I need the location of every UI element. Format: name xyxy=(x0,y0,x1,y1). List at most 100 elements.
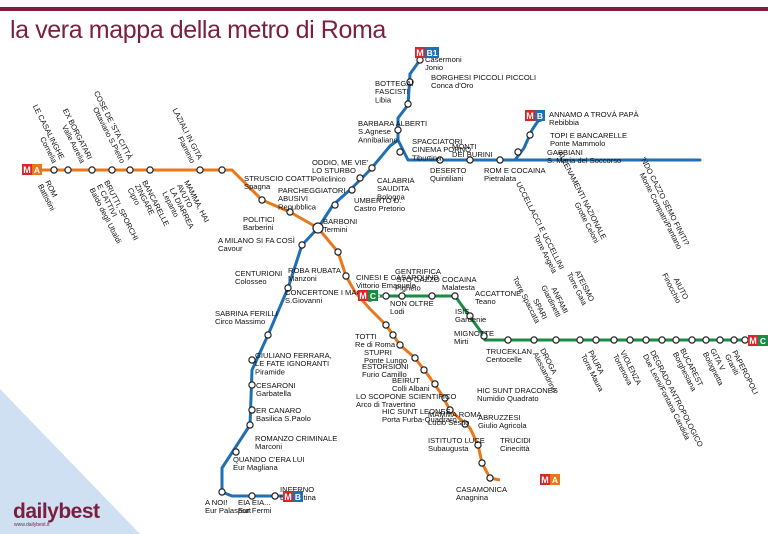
station-text-bottegai-2: Libia xyxy=(375,95,392,104)
station-dot-ercanaro[interactable] xyxy=(248,406,256,414)
station-dot-spacciatori[interactable] xyxy=(396,148,404,156)
station-dot-romanzo[interactable] xyxy=(246,421,254,429)
station-dot-anoi[interactable] xyxy=(218,488,226,496)
station-dot-cesaroni[interactable] xyxy=(248,381,256,389)
station-dot-monti[interactable] xyxy=(436,156,444,164)
station-dot-bottegai[interactable] xyxy=(404,100,412,108)
station-dot-laziali[interactable] xyxy=(196,166,204,174)
station-dot-gentrifica[interactable] xyxy=(398,292,406,300)
station-dot-cose[interactable] xyxy=(126,166,134,174)
station-dot-giuliano[interactable] xyxy=(248,356,256,364)
station-text-isis-0: ISIS xyxy=(455,307,469,316)
station-dot-parcheggiatori[interactable] xyxy=(331,201,339,209)
station-dot-accattone[interactable] xyxy=(451,292,459,300)
station-dot-uccellacci[interactable] xyxy=(610,336,618,344)
station-dot-paperopoli[interactable] xyxy=(741,336,749,344)
station-dot-estorsioni[interactable] xyxy=(396,341,404,349)
station-text-totti-0: TOTTI xyxy=(355,332,377,341)
station-dot-ateismo[interactable] xyxy=(642,336,650,344)
station-dot-lecasalinghe[interactable] xyxy=(64,166,72,174)
interchange-0[interactable] xyxy=(312,222,324,234)
station-text-bottegai-0: BOTTEGAI xyxy=(375,79,413,88)
station-dot-totti[interactable] xyxy=(382,321,390,329)
station-dot-cinesi[interactable] xyxy=(342,272,350,280)
station-dot-umberto[interactable] xyxy=(348,186,356,194)
station-dot-istituto[interactable] xyxy=(474,441,482,449)
station-dot-robarubata[interactable] xyxy=(334,248,342,256)
station-dot-centurioni[interactable] xyxy=(284,284,292,292)
station-dot-truceklan[interactable] xyxy=(504,336,512,344)
station-dot-scopone[interactable] xyxy=(420,366,428,374)
station-dot-deserto[interactable] xyxy=(466,156,474,164)
station-text-cesaroni-1: Garbatella xyxy=(256,389,292,398)
station-dot-barbara[interactable] xyxy=(394,126,402,134)
station-dot-hicdracones[interactable] xyxy=(441,394,449,402)
station-dot-gitav[interactable] xyxy=(716,336,724,344)
station-text-concertone-1: S.Giovanni xyxy=(285,296,322,305)
station-dot-trucidi[interactable] xyxy=(478,459,486,467)
station-dot-paura[interactable] xyxy=(576,336,584,344)
station-dot-inferno[interactable] xyxy=(271,492,279,500)
station-dot-violenza[interactable] xyxy=(626,336,634,344)
station-text-centurioni-0: CENTURIONI xyxy=(235,269,282,278)
station-dot-mamma[interactable] xyxy=(218,166,226,174)
station-dot-mammaroma[interactable] xyxy=(446,406,454,414)
station-text-annamo-1: Rebibbia xyxy=(549,118,580,127)
station-dot-strusciocoatti[interactable] xyxy=(258,196,266,204)
station-dot-aiuto[interactable] xyxy=(702,336,710,344)
station-dot-quando[interactable] xyxy=(232,448,240,456)
station-text-truceklan-1: Centocelle xyxy=(486,355,522,364)
station-dot-anfami[interactable] xyxy=(592,336,600,344)
station-dot-allenamenti[interactable] xyxy=(658,336,666,344)
station-dot-degrado[interactable] xyxy=(672,336,680,344)
badge-c-west-m-icon: M xyxy=(359,291,367,301)
station-dot-calabria[interactable] xyxy=(368,164,376,172)
station-text-beirut-0: BEIRUT xyxy=(392,376,420,385)
station-dot-oddio[interactable] xyxy=(356,174,364,182)
station-text-cinesi-0: CINESI E CASAPOUND xyxy=(356,273,439,282)
station-dot-stupri[interactable] xyxy=(389,331,397,339)
station-dot-hicleones[interactable] xyxy=(431,380,439,388)
station-dot-politici[interactable] xyxy=(286,208,294,216)
station-text-deserto-0: DESERTO xyxy=(430,166,467,175)
station-dot-nonoltre[interactable] xyxy=(382,292,390,300)
station-dot-eia[interactable] xyxy=(248,492,256,500)
station-dot-mignotte[interactable] xyxy=(480,332,488,340)
station-dot-droga[interactable] xyxy=(530,336,538,344)
station-dot-sabrina[interactable] xyxy=(264,331,272,339)
station-dot-brutti[interactable] xyxy=(108,166,116,174)
station-dot-borghesi[interactable] xyxy=(406,78,414,86)
station-dot-rom[interactable] xyxy=(50,166,58,174)
station-dot-beirut[interactable] xyxy=(411,354,419,362)
top-brand-bar xyxy=(0,7,768,11)
station-text-barboni-0: BARBONI xyxy=(323,217,357,226)
station-label-eia: EIA EIA...Eur Fermi xyxy=(238,498,272,515)
station-dot-exborgatari[interactable] xyxy=(88,166,96,174)
station-text-mignotte-0: MIGNOTTE xyxy=(454,329,494,338)
station-dot-spari[interactable] xyxy=(552,336,560,344)
station-text-parcheggiatori-2: Repubblica xyxy=(278,202,317,211)
station-text-gabbiani-1: S. Maria del Soccorso xyxy=(547,156,621,165)
station-dot-bucarest[interactable] xyxy=(688,336,696,344)
station-dot-cocaina[interactable] xyxy=(428,292,436,300)
station-dot-gabbiani[interactable] xyxy=(514,148,522,156)
station-dot-romecocaina[interactable] xyxy=(496,156,504,164)
station-dot-abruzzesi[interactable] xyxy=(461,420,469,428)
station-dot-ndocazzo[interactable] xyxy=(730,336,738,344)
station-dot-bancarelle[interactable] xyxy=(146,166,154,174)
station-dot-casamonica[interactable] xyxy=(486,474,494,482)
station-dot-topi[interactable] xyxy=(526,131,534,139)
station-dot-amilano[interactable] xyxy=(298,241,306,249)
station-dot-isis[interactable] xyxy=(466,312,474,320)
